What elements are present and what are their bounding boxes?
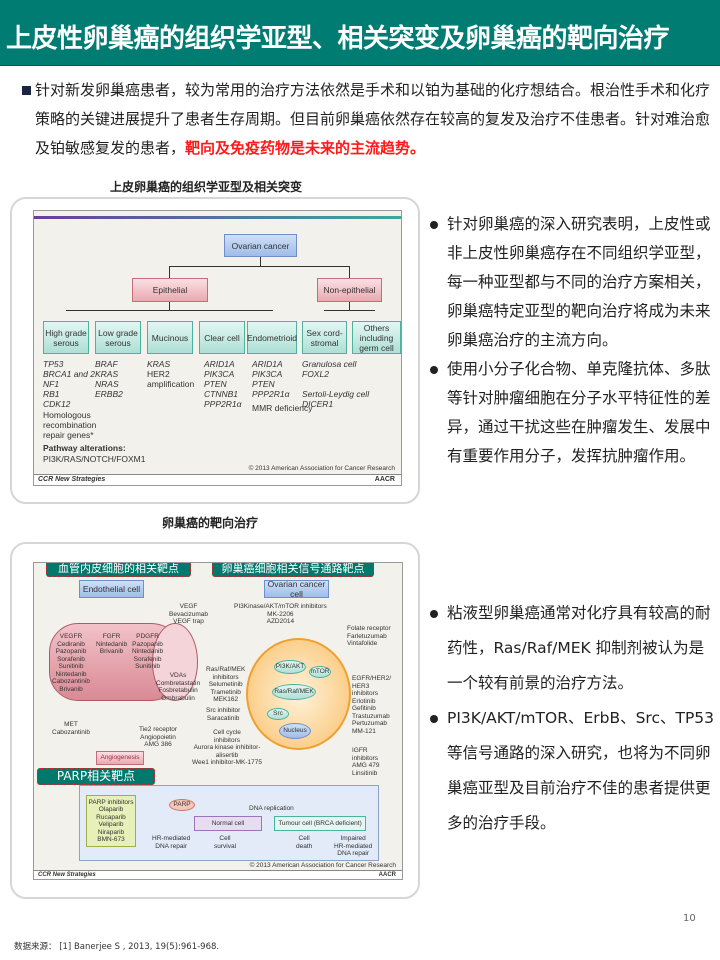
- parp-node: PARP: [169, 799, 195, 811]
- bullet-text: 粘液型卵巢癌通常对化疗具有较高的耐药性，Ras/Raf/MEK 抑制剂被认为是一…: [447, 604, 711, 692]
- vessel-opening: [152, 623, 198, 701]
- gene-note: MMR deficiency: [252, 403, 313, 413]
- non-epithelial-node: Non-epithelial: [317, 278, 382, 302]
- gene-list: TP53 BRCA1 and 2 NF1 RB1 CDK12: [43, 359, 95, 409]
- intro-paragraph: 针对新发卵巢癌患者，较为常用的治疗方法依然是手术和以铂为基础的化疗想结合。根治性…: [22, 76, 714, 163]
- folate-receptor: Folate receptor Farletuzumab Vintafolide: [347, 625, 391, 647]
- bullet-item: 使用小分子化合物、单克隆抗体、多肽等针对肿瘤细胞在分子水平特征性的差异，通过干扰…: [428, 355, 716, 471]
- gene-note: HER2 amplification: [147, 369, 195, 389]
- gradient-rule: [34, 216, 401, 219]
- vdas-drugs: VDAs Combretastatin Fosbretabulin Ombrab…: [156, 672, 201, 702]
- fgfr-drugs: FGFR Nintedanib Brivanib: [96, 633, 128, 655]
- src-inhibitor: Src inhibitor Saracatinib: [206, 707, 241, 722]
- bullet-text: 针对卵巢癌的深入研究表明，上皮性或非上皮性卵巢癌存在不同组织学亚型，每一种亚型都…: [447, 215, 711, 349]
- tumour-cell-node: Tumour cell (BRCA deficient): [274, 816, 366, 831]
- bullet-text: 使用小分子化合物、单克隆抗体、多肽等针对肿瘤细胞在分子水平特征性的差异，通过干扰…: [447, 360, 711, 465]
- endothelial-cell-label: Endothelial cell: [79, 580, 144, 598]
- targeted-therapy-diagram: Endothelial cell Ovarian cancer cell VEG…: [33, 562, 403, 880]
- pathway-node: Src: [267, 708, 289, 720]
- subtype-node: Mucinous: [147, 321, 193, 354]
- page-number: 10: [683, 913, 696, 924]
- tie2-drugs: Tie2 receptor Angiopoietin AMG 386: [139, 726, 178, 748]
- intro-text: 针对新发卵巢癌患者，较为常用的治疗方法依然是手术和以铂为基础的化疗想结合。根治性…: [35, 81, 711, 157]
- bullet-dot-icon: [430, 366, 438, 374]
- bullets-right-1: 针对卵巢癌的深入研究表明，上皮性或非上皮性卵巢癌存在不同组织学亚型，每一种亚型都…: [428, 210, 716, 471]
- angiogenesis-node: Angiogenesis: [96, 751, 144, 765]
- normal-cell-node: Normal cell: [194, 816, 262, 831]
- journal-name: CCR New Strategies: [38, 476, 106, 483]
- egfr-inhibitors: EGFR/HER2/ HER3 inhibitors Erlotinib Gef…: [352, 675, 392, 735]
- ras-inhibitors: Ras/Raf/MEK inhibitors Selumetinib Trame…: [206, 666, 246, 703]
- bullet-item: 针对卵巢癌的深入研究表明，上皮性或非上皮性卵巢癌存在不同组织学亚型，每一种亚型都…: [428, 210, 716, 355]
- pdgfr-drugs: PDGFR Pazopanib Nintedanib Sorafenib Sun…: [132, 633, 164, 670]
- aacr-logo: AACR: [378, 872, 396, 878]
- epithelial-node: Epithelial: [132, 278, 208, 302]
- cell-cycle-inhibitors: Cell cycle inhibitors Aurora kinase inhi…: [192, 729, 262, 766]
- endothelial-targets-tag: 血管内皮细胞的相关靶点: [46, 563, 191, 577]
- intro-highlight: 靶向及免疫药物是未来的主流趋势。: [185, 139, 426, 157]
- bullet-dot-icon: [430, 610, 438, 618]
- gene-note: Homologous recombination repair genes*: [43, 410, 97, 440]
- cell-survival-label: Cell survival: [214, 835, 237, 850]
- pathway-value: PI3K/RAS/NOTCH/FOXM1: [43, 454, 146, 464]
- data-source: 数据来源： [1] Banerjee S , 2013, 19(5):961-9…: [14, 942, 220, 952]
- figure1-panel: Ovarian cancer Epithelial Non-epithelial…: [10, 197, 420, 504]
- subtype-node: High grade serous: [43, 321, 89, 354]
- bullet-item: PI3K/AKT/mTOR、ErbB、Src、TP53等信号通路的深入研究，也将…: [428, 701, 716, 841]
- figure-footer: CCR New Strategies AACR: [34, 474, 401, 485]
- gene-list: ARID1A PIK3CA PTEN PPP2R1α: [252, 359, 290, 399]
- aacr-logo: AACR: [374, 476, 395, 483]
- igfr-inhibitors: IGFR inhibitors AMG 479 Linsitinib: [352, 747, 380, 777]
- hr-repair-label: HR-mediated DNA repair: [152, 835, 191, 850]
- copyright: © 2013 American Association for Cancer R…: [249, 862, 396, 869]
- bullets-right-2: 粘液型卵巢癌通常对化疗具有较高的耐药性，Ras/Raf/MEK 抑制剂被认为是一…: [428, 596, 716, 841]
- subtype-node: Endometrioid: [247, 321, 297, 354]
- pathway-node: mTOR: [309, 666, 331, 678]
- cell-death-label: Cell death: [296, 835, 313, 850]
- subtype-node: Clear cell: [199, 321, 245, 354]
- subtype-node: Sex cord-stromal: [302, 321, 347, 354]
- bullet-item: 粘液型卵巢癌通常对化疗具有较高的耐药性，Ras/Raf/MEK 抑制剂被认为是一…: [428, 596, 716, 701]
- journal-name: CCR New Strategies: [38, 872, 96, 878]
- histology-diagram: Ovarian cancer Epithelial Non-epithelial…: [33, 210, 402, 486]
- gene-list: Granulosa cell FOXL2 Sertoli-Leydig cell…: [302, 359, 370, 409]
- pi3k-inhibitors: PI3Kinase/AKT/mTOR inhibitors MK-2206 AZ…: [234, 603, 327, 625]
- vegf-drugs: VEGF Bevacizumab VEGF trap: [169, 603, 209, 625]
- page-title: 上皮性卵巢癌的组织学亚型、相关突变及卵巢癌的靶向治疗: [6, 24, 670, 54]
- bullet-text: PI3K/AKT/mTOR、ErbB、Src、TP53等信号通路的深入研究，也将…: [447, 709, 715, 832]
- pathway-label: Pathway alterations:: [43, 443, 126, 453]
- figure1-title: 上皮卵巢癌的组织学亚型及相关突变: [110, 180, 303, 194]
- copyright: © 2013 American Association for Cancer R…: [248, 465, 395, 472]
- gene-list: BRAF KRAS NRAS ERBB2: [95, 359, 123, 399]
- gene-list: ARID1A PIK3CA PTEN CTNNB1 PPP2R1α: [204, 359, 242, 409]
- root-node: Ovarian cancer: [224, 234, 297, 257]
- figure2-panel: Endothelial cell Ovarian cancer cell VEG…: [10, 542, 420, 899]
- vegfr-drugs: VEGFR Cediranib Pazopanib Sorafenib Suni…: [52, 633, 90, 693]
- met-drugs: MET Cabozantinib: [52, 721, 90, 736]
- square-bullet-icon: [22, 86, 31, 95]
- ovarian-cell-label: Ovarian cancer cell: [264, 579, 329, 599]
- title-bar: 上皮性卵巢癌的组织学亚型、相关突变及卵巢癌的靶向治疗: [0, 0, 720, 66]
- figure-footer: CCR New Strategies AACR: [34, 870, 402, 879]
- pathway-node: Ras/Raf/MEK: [272, 684, 316, 700]
- impaired-repair-label: Impaired HR-mediated DNA repair: [334, 835, 373, 857]
- subtype-node: Low grade serous: [95, 321, 141, 354]
- parp-inhibitors: PARP inhibitors Olaparib Rucaparib Velip…: [86, 795, 136, 847]
- bullet-dot-icon: [430, 221, 438, 229]
- subtype-node: Others including germ cell: [352, 321, 401, 354]
- parp-targets-tag: PARP相关靶点: [37, 768, 155, 785]
- bullet-dot-icon: [430, 715, 438, 723]
- dna-replication-label: DNA replication: [249, 805, 294, 812]
- cancer-cell-targets-tag: 卵巢癌细胞相关信号通路靶点: [212, 563, 374, 577]
- pathway-node: PI3K/AKT: [274, 660, 306, 674]
- nucleus-node: Nucleus: [279, 723, 311, 739]
- gene-list: KRAS: [147, 359, 171, 369]
- figure2-title: 卵巢癌的靶向治疗: [162, 516, 259, 530]
